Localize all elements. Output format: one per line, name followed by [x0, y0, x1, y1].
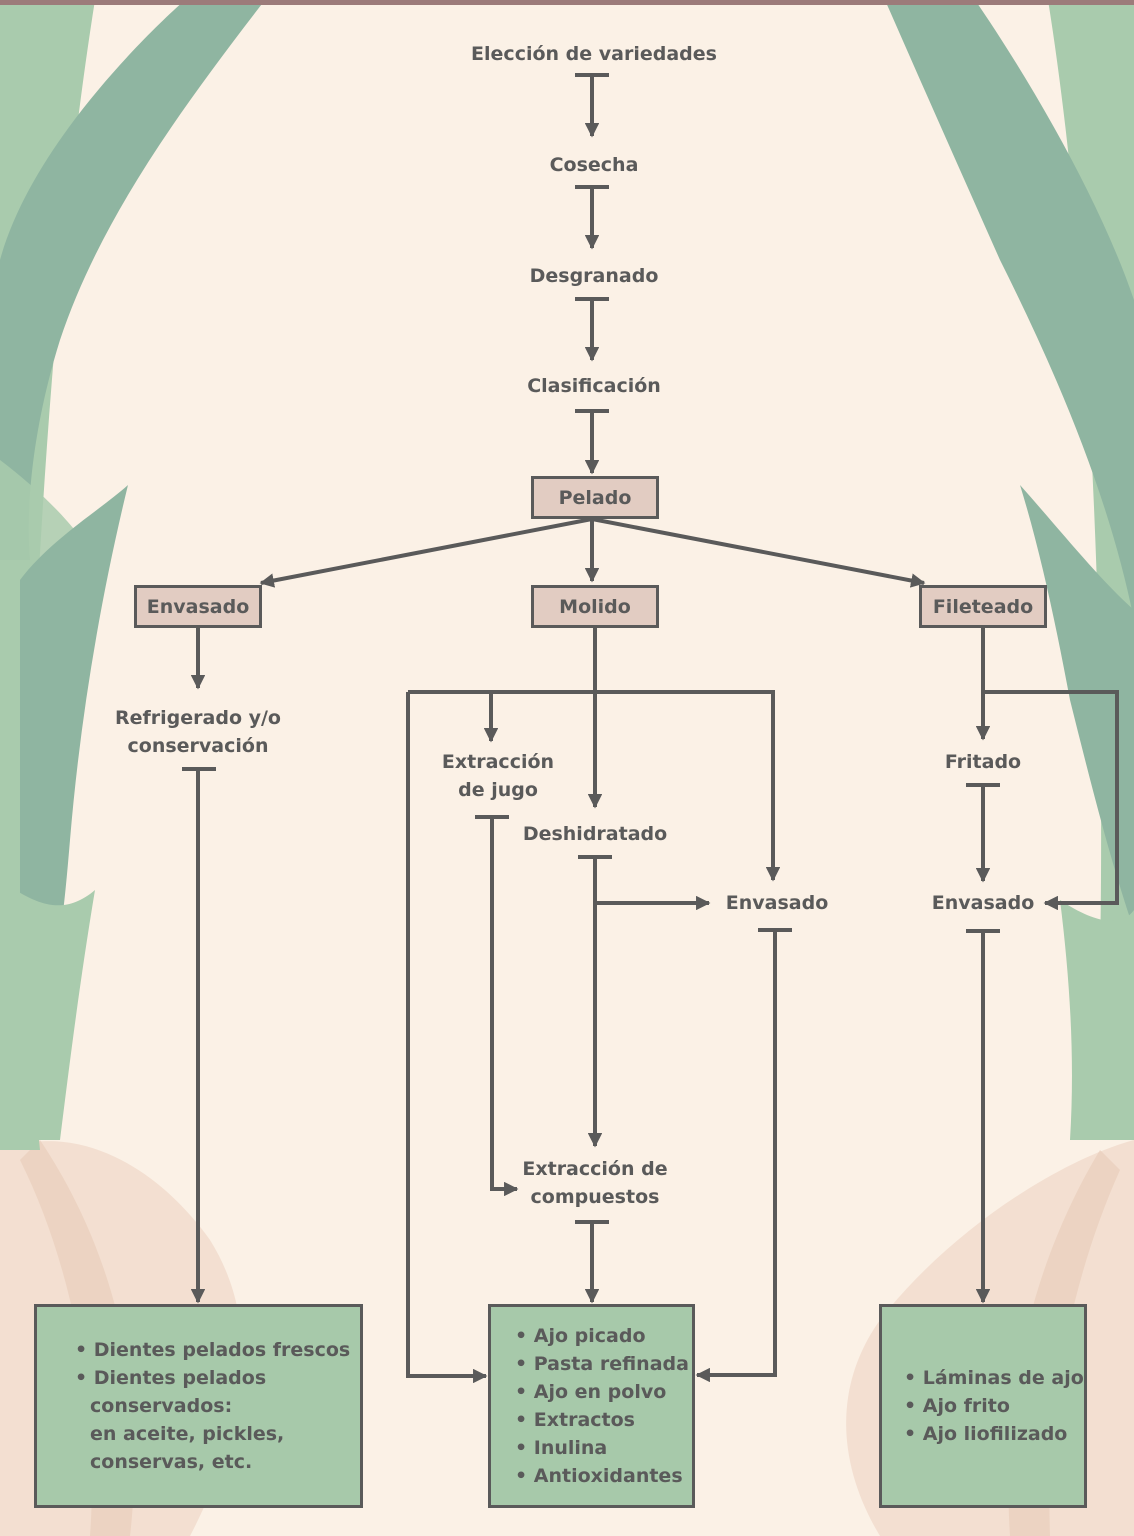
- result-center-item: • Ajo en polvo: [515, 1381, 667, 1403]
- branch-center-box: Molido: [531, 585, 659, 628]
- fried-label: Fritado: [944, 751, 1022, 773]
- result-center-item: • Ajo picado: [515, 1325, 646, 1347]
- juice-line2: de jugo: [458, 779, 538, 801]
- result-left-item: • Dientes pelados: [75, 1367, 267, 1389]
- branch-left-label: Envasado: [146, 595, 250, 618]
- peel-box: Pelado: [531, 476, 659, 519]
- branch-right-label: Fileteado: [932, 595, 1034, 618]
- result-left-item: • Dientes pelados frescos: [75, 1339, 351, 1361]
- result-center-item: • Pasta refinada: [515, 1353, 689, 1375]
- branch-center-label: Molido: [559, 595, 631, 618]
- compounds-extraction-label: Extracción de compuestos: [485, 1155, 705, 1211]
- refrigerated-line2: conservación: [127, 735, 269, 757]
- juice-extraction-label: Extracción de jugo: [418, 748, 578, 804]
- branch-left-box: Envasado: [134, 585, 262, 628]
- refrigerated-label: Refrigerado y/o conservación: [88, 704, 308, 760]
- result-center-box: • Ajo picado • Pasta refinada • Ajo en p…: [488, 1304, 695, 1508]
- branch-right-box: Fileteado: [919, 585, 1047, 628]
- result-right-item: • Ajo frito: [904, 1395, 1010, 1417]
- result-right-box: • Láminas de ajo • Ajo frito • Ajo liofi…: [879, 1304, 1087, 1508]
- garlic-leaf-illustration: [0, 0, 1134, 1150]
- result-center-item: • Inulina: [515, 1437, 608, 1459]
- result-center-item: • Extractos: [515, 1409, 635, 1431]
- compounds-line2: compuestos: [530, 1186, 660, 1208]
- packaging-center-label: Envasado: [725, 892, 829, 914]
- top-border: [0, 0, 1134, 5]
- result-left-item: en aceite, pickles,: [90, 1423, 285, 1445]
- step-classify: Clasificación: [527, 375, 661, 397]
- result-left-item: conservados:: [90, 1395, 233, 1417]
- step-varieties: Elección de variedades: [471, 43, 717, 65]
- refrigerated-line1: Refrigerado y/o: [115, 707, 281, 729]
- peel-label: Pelado: [558, 486, 632, 509]
- juice-line1: Extracción: [441, 751, 555, 773]
- packaging-right-label: Envasado: [931, 892, 1035, 914]
- dehydrated-label: Deshidratado: [522, 823, 668, 845]
- result-right-item: • Láminas de ajo: [904, 1367, 1084, 1389]
- step-harvest: Cosecha: [549, 154, 639, 176]
- result-left-item: conservas, etc.: [90, 1451, 253, 1473]
- step-degrain: Desgranado: [529, 265, 659, 287]
- result-center-item: • Antioxidantes: [515, 1465, 683, 1487]
- result-left-box: • Dientes pelados frescos • Dientes pela…: [34, 1304, 363, 1508]
- result-right-item: • Ajo liofilizado: [904, 1423, 1068, 1445]
- compounds-line1: Extracción de: [522, 1158, 668, 1180]
